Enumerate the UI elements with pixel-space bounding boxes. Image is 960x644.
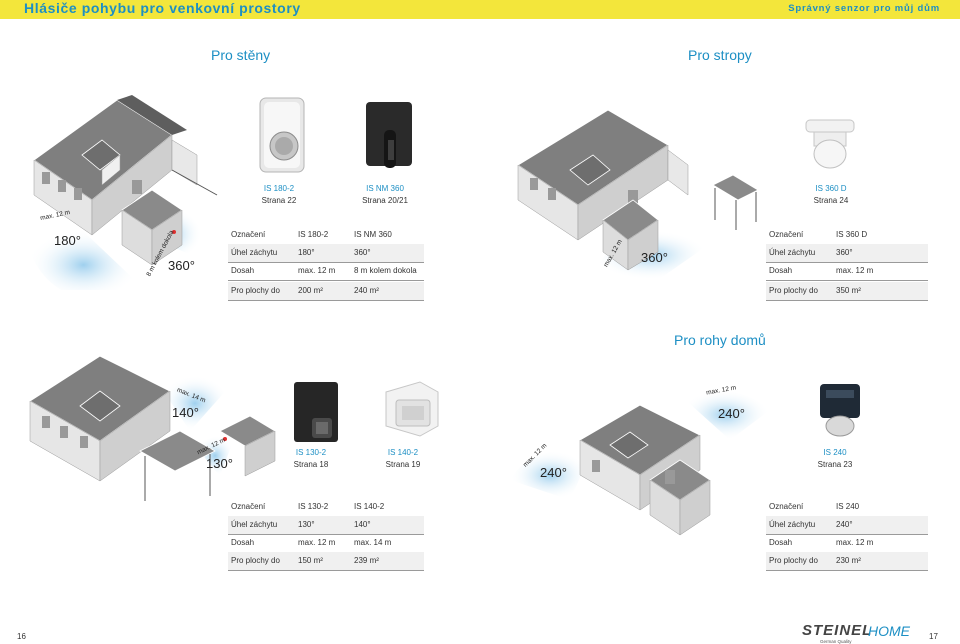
is-140-2-model: IS 140-2 (387, 448, 419, 457)
page-title: Hlásiče pohybu pro venkovní prostory (24, 0, 301, 16)
is-180-2-product-image (259, 97, 305, 173)
page-number-left: 16 (17, 632, 26, 641)
home-logo-text: HOME (868, 623, 910, 639)
table-row: Dosah max. 12 m (766, 534, 928, 553)
table-row: Úhel záchytu 130° 140° (228, 516, 424, 535)
table-row: Pro plochy do 200 m² 240 m² (228, 282, 424, 301)
page-subtitle: Správný senzor pro můj dům (788, 3, 940, 14)
ceilings-angle-360: 360° (641, 250, 668, 265)
steinel-logo: STEINEL (802, 622, 873, 639)
is-360-d-product-image (805, 119, 855, 169)
corners-right-spec-table: Označení IS 240 Úhel záchytu 240° Dosah … (766, 498, 928, 571)
corners-angle-240-lower: 240° (540, 465, 567, 480)
table-row: Úhel záchytu 360° (766, 244, 928, 263)
table-row: Označení IS 360 D (766, 226, 928, 245)
is-130-2-model: IS 130-2 (295, 448, 327, 457)
header-bar (0, 0, 960, 19)
table-row: Dosah max. 12 m max. 14 m (228, 534, 424, 553)
table-row: Dosah max. 12 m (766, 262, 928, 281)
is-140-2-product-image (385, 381, 439, 437)
brand-tagline: German Quality (820, 639, 852, 644)
detection-zone-240 (680, 389, 770, 440)
table-row: Označení IS 240 (766, 498, 928, 517)
is-nm-360-page: Strana 20/21 (362, 196, 408, 205)
walls-spec-table: Označení IS 180-2 IS NM 360 Úhel záchytu… (228, 226, 424, 301)
walls-angle-180: 180° (54, 233, 81, 248)
detection-zone-140 (160, 375, 230, 431)
section-ceilings-title: Pro stropy (688, 47, 752, 63)
corners-angle-140: 140° (172, 405, 199, 420)
is-360-d-page: Strana 24 (813, 196, 849, 205)
is-130-2-page: Strana 18 (293, 460, 329, 469)
corners-right-house-illustration (510, 389, 770, 536)
corners-left-house-illustration (29, 355, 276, 501)
table-row: Úhel záchytu 180° 360° (228, 244, 424, 263)
corners-left-spec-table: Označení IS 130-2 IS 140-2 Úhel záchytu … (228, 498, 424, 571)
ceilings-spec-table: Označení IS 360 D Úhel záchytu 360° Dosa… (766, 226, 928, 301)
table-row: Označení IS 180-2 IS NM 360 (228, 226, 424, 245)
corners-angle-240-upper: 240° (718, 406, 745, 421)
is-nm-360-product-image (366, 102, 412, 168)
ceilings-house-illustration (517, 109, 759, 280)
walls-angle-360: 360° (168, 258, 195, 273)
is-360-d-model: IS 360 D (815, 184, 847, 193)
section-corners-title: Pro rohy domů (674, 332, 766, 348)
is-140-2-page: Strana 19 (385, 460, 421, 469)
is-240-page: Strana 23 (817, 460, 853, 469)
walls-house-illustration (27, 95, 218, 290)
detection-zone-240-lower (510, 450, 590, 500)
detection-zone-180 (27, 230, 140, 290)
is-130-2-product-image (294, 382, 338, 442)
is-240-model: IS 240 (823, 448, 847, 457)
is-180-2-page: Strana 22 (261, 196, 297, 205)
table-row: Pro plochy do 150 m² 239 m² (228, 552, 424, 571)
corners-angle-130: 130° (206, 456, 233, 471)
is-180-2-model: IS 180-2 (263, 184, 295, 193)
is-240-product-image (820, 384, 860, 437)
table-row: Označení IS 130-2 IS 140-2 (228, 498, 424, 517)
page-number-right: 17 (929, 632, 938, 641)
table-row: Pro plochy do 350 m² (766, 282, 928, 301)
section-walls-title: Pro stěny (211, 47, 271, 63)
table-row: Pro plochy do 230 m² (766, 552, 928, 571)
is-nm-360-model: IS NM 360 (366, 184, 404, 193)
table-row: Úhel záchytu 240° (766, 516, 928, 535)
table-row: Dosah max. 12 m 8 m kolem dokola (228, 262, 424, 281)
